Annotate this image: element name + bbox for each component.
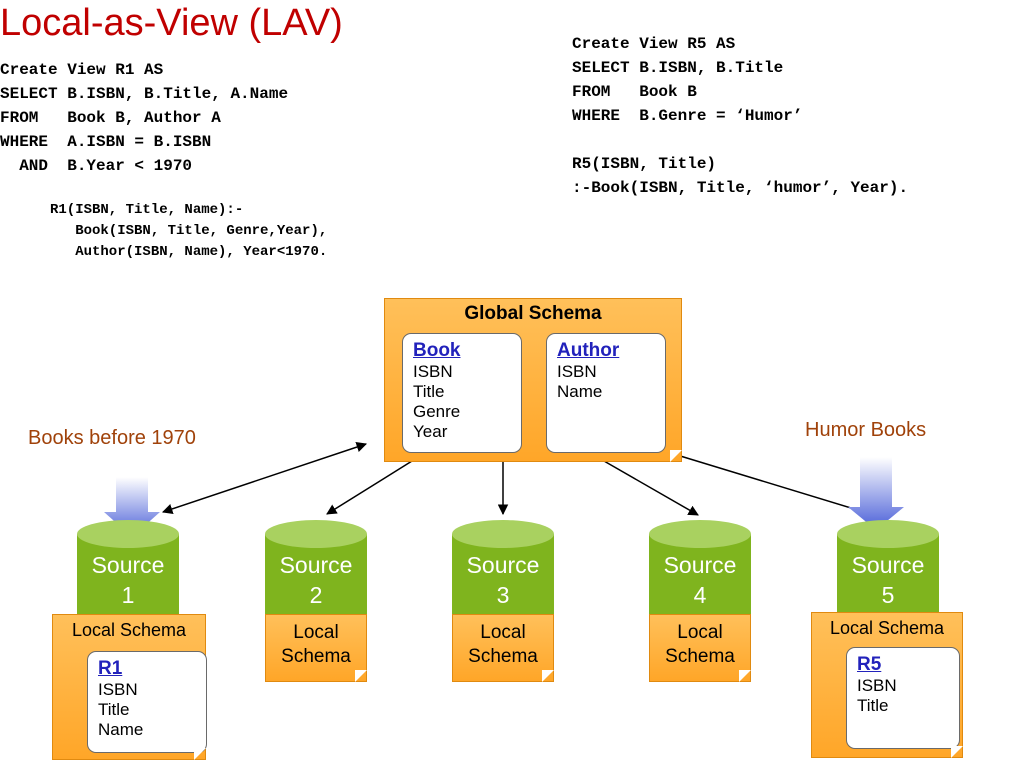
slide-title: Local-as-View (LAV) [0,2,343,44]
arrow-global-source5 [676,454,876,518]
source-3-word: Source [466,552,540,578]
arrow-global-source2 [326,460,413,515]
source-1-number: 1 [121,582,135,608]
global-schema-title: Global Schema [464,303,602,324]
source-2-word: Source [279,552,353,578]
source-4-word: Source [663,552,737,578]
source-3-cylinder: Source 3 [452,520,554,616]
label-books-before-1970: Books before 1970 [28,427,196,449]
local-schema-line2: Schema [665,646,735,667]
author-field: ISBN [557,362,597,381]
r5-field: ISBN [857,676,897,695]
local-schema-title: Local Schema [829,618,945,638]
arrow-global-source4 [603,460,699,516]
sql-view-r5: Create View R5 AS SELECT B.ISBN, B.Title… [572,35,909,197]
local-schema-title: Local Schema [71,620,187,640]
r1-relation-name: R1 [98,658,123,679]
author-field: Name [557,382,603,401]
local-schema-source-1: Local Schema R1 ISBN Title Name [52,614,207,760]
book-field: ISBN [413,362,453,381]
book-relation-card: Book ISBN Title Genre Year [402,333,522,453]
global-schema-box: Global Schema Book ISBN Title Genre Year… [384,298,682,462]
local-schema-line1: Local [677,622,723,643]
down-arrow-source5 [848,457,904,530]
r1-field: Title [98,700,130,719]
r1-field: Name [98,720,144,739]
source-2-cylinder: Source 2 [265,520,367,616]
local-schema-line2: Schema [468,646,538,667]
source-2-number: 2 [309,582,323,608]
book-field: Year [413,422,448,441]
author-relation-card: Author ISBN Name [546,333,666,453]
sql-view-r1: Create View R1 AS SELECT B.ISBN, B.Title… [0,61,289,175]
source-5-word: Source [851,552,925,578]
r5-field: Title [857,696,889,715]
author-relation-name: Author [557,340,620,361]
r5-relation-card: R5 ISBN Title [846,647,960,749]
arrow-global-source1 [162,442,367,514]
source-1-word: Source [91,552,165,578]
source-3-number: 3 [496,582,510,608]
label-humor-books: Humor Books [805,419,927,441]
source-4-number: 4 [693,582,707,608]
source-5-cylinder: Source 5 [837,520,939,616]
local-schema-line1: Local [293,622,339,643]
local-schema-line1: Local [480,622,526,643]
r5-relation-name: R5 [857,654,882,675]
source-5-number: 5 [881,582,895,608]
r1-field: ISBN [98,680,138,699]
book-field: Genre [413,402,461,421]
datalog-rule-r1: R1(ISBN, Title, Name):- Book(ISBN, Title… [50,202,328,260]
r1-relation-card: R1 ISBN Title Name [87,651,207,753]
local-schema-source-5: Local Schema R5 ISBN Title [811,612,963,758]
source-4-cylinder: Source 4 [649,520,751,616]
book-field: Title [413,382,445,401]
source-1-cylinder: Source 1 [77,520,179,616]
local-schema-line2: Schema [281,646,351,667]
book-relation-name: Book [413,340,461,361]
